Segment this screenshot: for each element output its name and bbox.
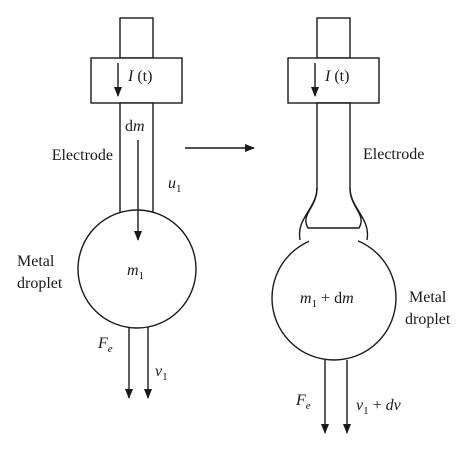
left-v1-label: v1 bbox=[155, 363, 168, 383]
right-electrode-top-stub bbox=[316, 17, 351, 59]
left-metal-droplet bbox=[77, 209, 197, 329]
left-electrode-body bbox=[119, 102, 154, 214]
right-neck-edges bbox=[298, 187, 369, 241]
left-force-label: Fe bbox=[97, 335, 113, 355]
right-neck-blend bbox=[309, 230, 358, 242]
left-electrode-label: Electrode bbox=[52, 147, 113, 164]
left-u1-label: u1 bbox=[168, 175, 182, 195]
left-electrode-holder bbox=[90, 57, 183, 104]
left-metal-label: Metal bbox=[17, 253, 55, 270]
right-mass-label: m1 + dm bbox=[300, 290, 354, 310]
right-metal-label: Metal bbox=[409, 289, 447, 306]
left-mass-label: m1 bbox=[127, 262, 144, 282]
right-droplet-label: droplet bbox=[405, 311, 451, 328]
left-current-label: I (t) bbox=[127, 68, 152, 85]
right-electrode-body-neck bbox=[305, 102, 362, 229]
left-stage: I (t) dm Electrode u1 Metal droplet m1 F… bbox=[17, 17, 197, 399]
right-current-label: I (t) bbox=[324, 68, 349, 85]
right-force-label: Fe bbox=[295, 392, 311, 412]
right-velocity-label: v1 + dv bbox=[356, 397, 402, 417]
right-electrode-label: Electrode bbox=[363, 146, 424, 163]
left-droplet-label: droplet bbox=[17, 275, 63, 292]
left-dm-label: dm bbox=[125, 118, 145, 135]
right-stage: I (t) Electrode m1 + dm Metal droplet Fe… bbox=[271, 17, 451, 434]
left-electrode-top-stub bbox=[119, 17, 154, 59]
